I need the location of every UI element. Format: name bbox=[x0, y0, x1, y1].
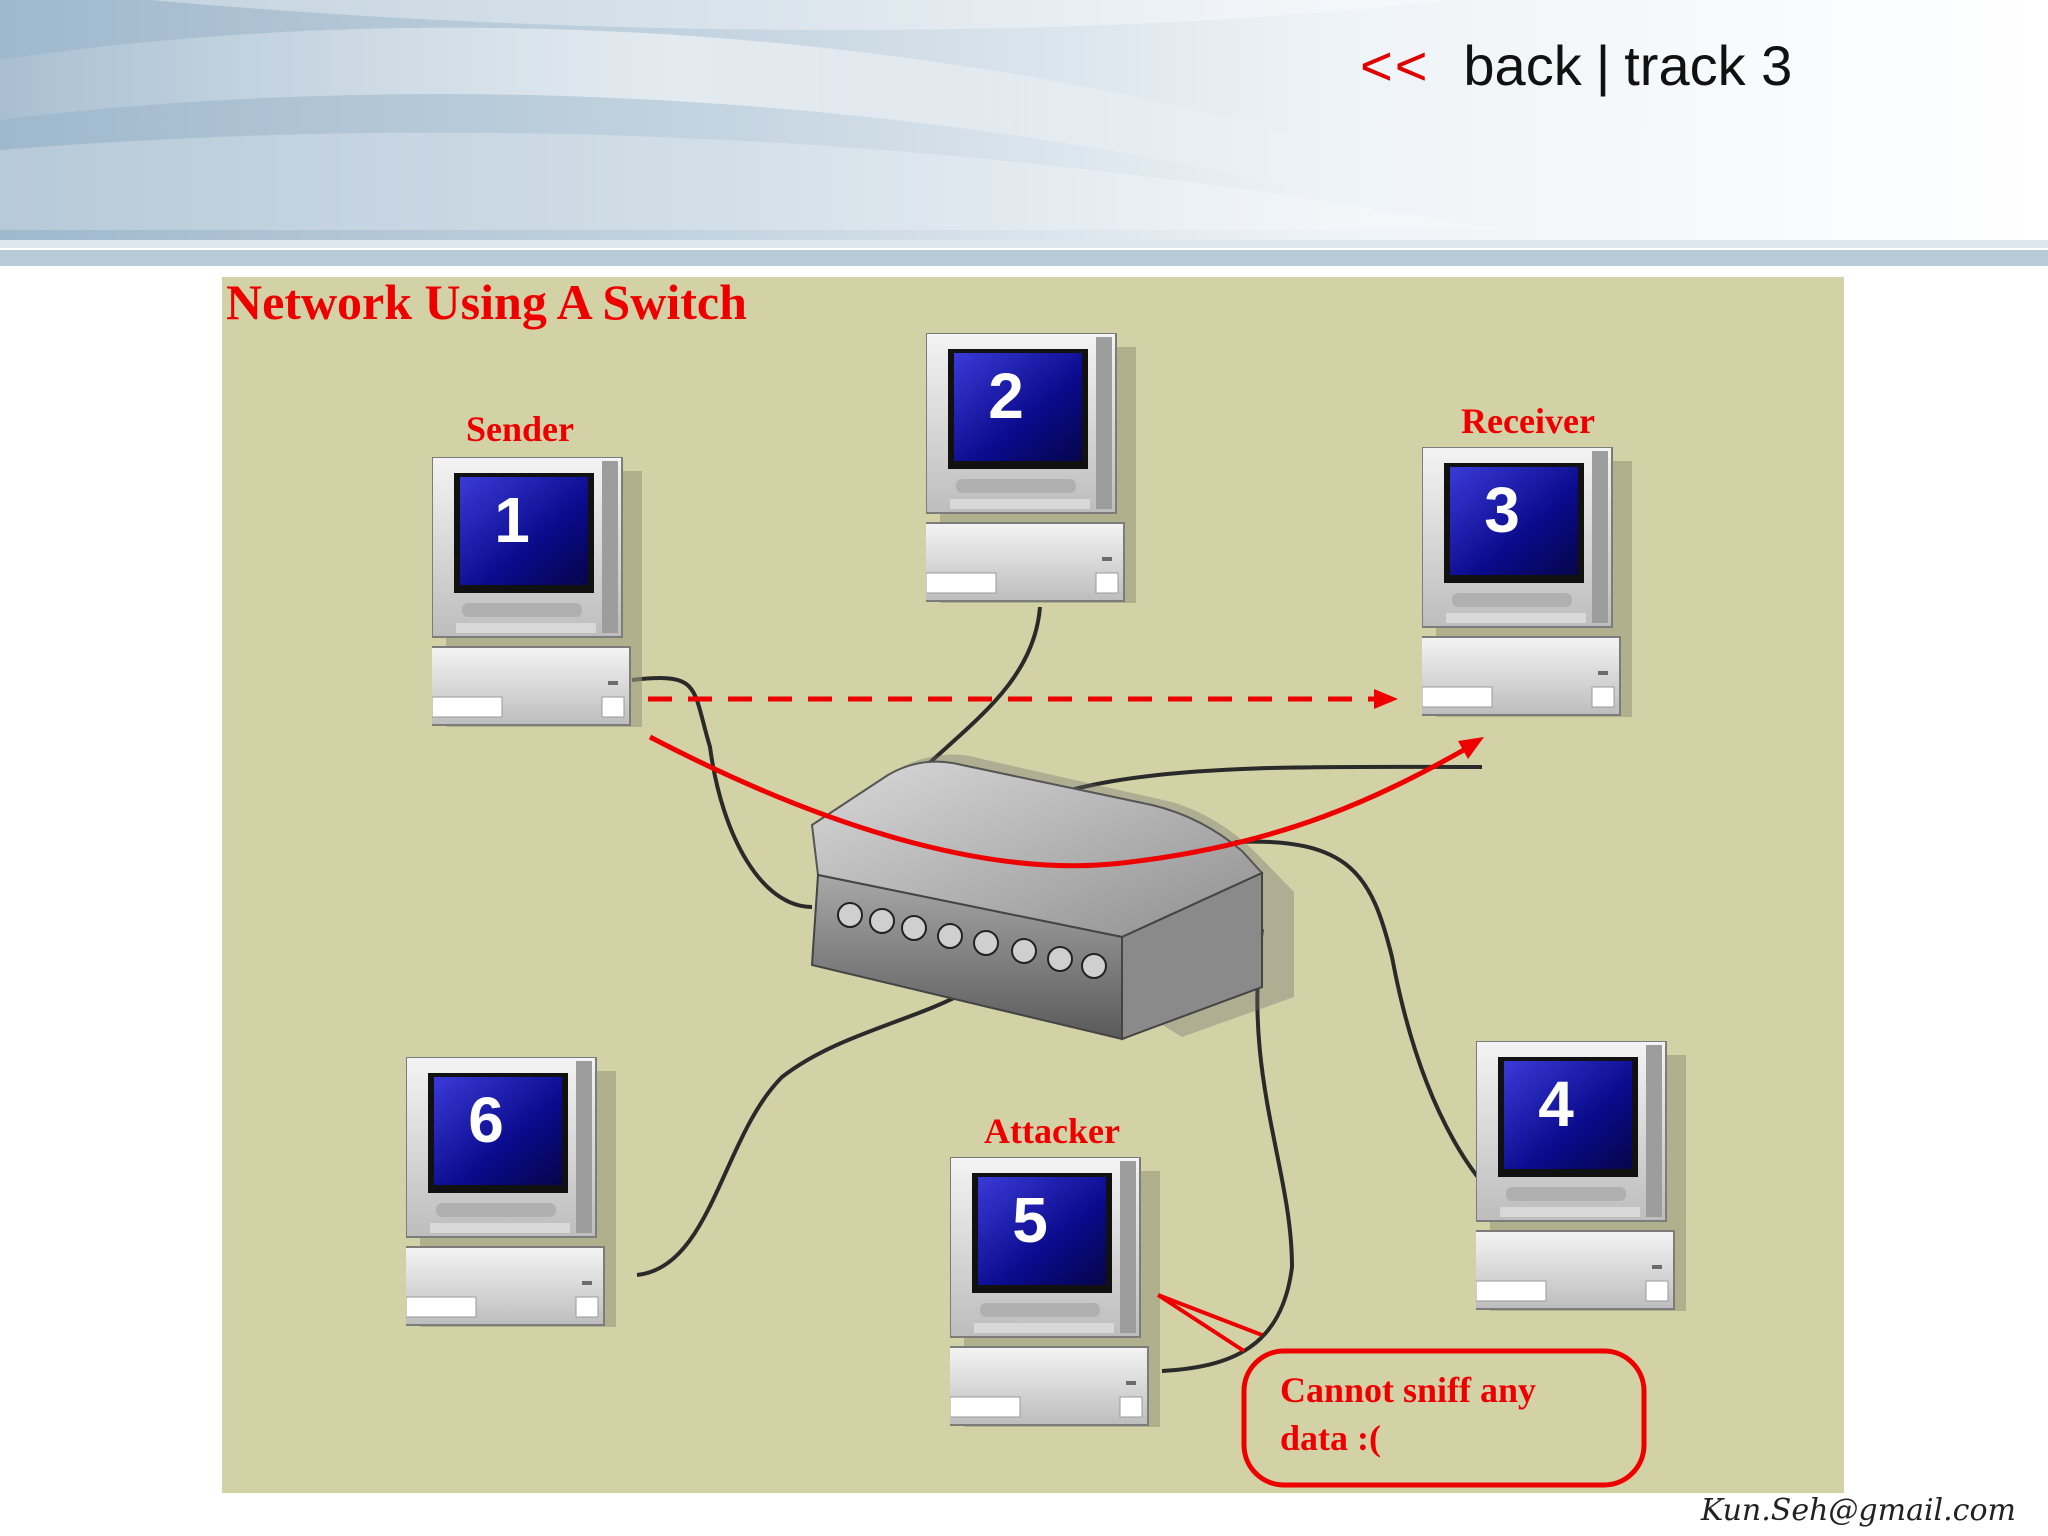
callout-bubble: Cannot sniff any data :( bbox=[1156, 1293, 1647, 1488]
footer-credit: Kun.Seh@gmail.com bbox=[1700, 1493, 2016, 1528]
computer-5-number: 5 bbox=[1012, 1184, 1048, 1256]
network-switch bbox=[810, 754, 1294, 1041]
dashed-arrow bbox=[648, 689, 1398, 709]
back-arrows-icon[interactable]: << bbox=[1360, 33, 1430, 97]
computer-6-number: 6 bbox=[468, 1084, 504, 1156]
computer-3-number: 3 bbox=[1484, 474, 1520, 546]
network-diagram: Network Using A Switch 1 Sender bbox=[222, 277, 1844, 1493]
diagram-title: Network Using A Switch bbox=[226, 277, 747, 330]
computer-2-number: 2 bbox=[988, 360, 1024, 432]
receiver-label: Receiver bbox=[1461, 401, 1595, 441]
callout-line-2: data :( bbox=[1280, 1418, 1381, 1458]
computer-4: 4 bbox=[1476, 1041, 1686, 1311]
header-banner bbox=[0, 0, 2048, 266]
computer-6: 6 bbox=[406, 1057, 616, 1327]
sender-label: Sender bbox=[466, 409, 574, 449]
computer-1: 1 Sender bbox=[432, 409, 642, 727]
computer-1-number: 1 bbox=[494, 484, 530, 556]
nav-bar: << back | track 3 bbox=[1360, 30, 1792, 100]
attacker-label: Attacker bbox=[984, 1111, 1120, 1151]
cable-pc1 bbox=[631, 676, 813, 909]
nav-separator: | bbox=[1595, 33, 1611, 97]
computer-4-number: 4 bbox=[1538, 1068, 1574, 1140]
computer-2: 2 bbox=[926, 333, 1136, 603]
curved-arrow bbox=[648, 734, 1484, 869]
callout-line-1: Cannot sniff any bbox=[1280, 1370, 1536, 1410]
computer-5: 5 Attacker bbox=[950, 1111, 1160, 1427]
computer-3: 3 Receiver bbox=[1422, 401, 1632, 717]
back-link[interactable]: back bbox=[1463, 33, 1582, 97]
track-3-link[interactable]: track 3 bbox=[1624, 33, 1793, 97]
cable-pc5 bbox=[1161, 928, 1295, 1373]
